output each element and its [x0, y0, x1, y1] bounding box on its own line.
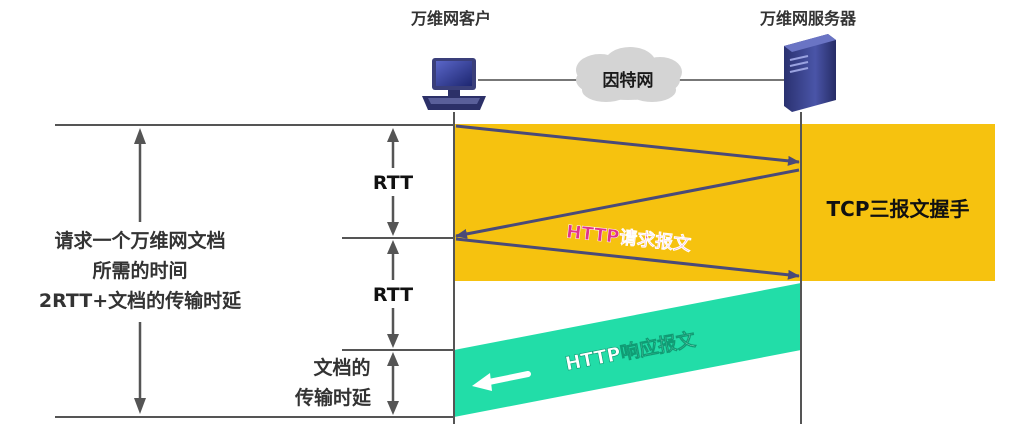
client-label: 万维网客户 — [410, 9, 491, 28]
transfer-label-line-1: 文档的 — [313, 356, 370, 379]
total-arrow-down — [134, 398, 146, 414]
rtt1-label: RTT — [373, 172, 413, 194]
transfer-label-line-2: 传输时延 — [294, 386, 372, 409]
computer-icon — [422, 58, 486, 110]
rtt2-arrow-down — [387, 334, 399, 348]
rtt2-label: RTT — [373, 284, 413, 306]
server-icon — [784, 34, 836, 112]
handshake-label: TCP三报文握手 — [827, 197, 970, 221]
response-band — [454, 283, 801, 417]
total-label-line-3: 2RTT+文档的传输时延 — [39, 289, 242, 312]
syn-ack-arrow — [455, 168, 800, 239]
rtt1-arrow-down — [387, 222, 399, 236]
total-label-line-1: 请求一个万维网文档 — [54, 229, 225, 252]
server-label: 万维网服务器 — [759, 9, 857, 28]
transfer-arrow-up — [387, 352, 399, 366]
total-arrow-up — [134, 128, 146, 144]
rtt2-arrow-up — [387, 240, 399, 254]
rtt1-arrow-up — [387, 128, 399, 142]
total-label-bg — [18, 222, 268, 322]
transfer-arrow-down — [387, 401, 399, 415]
handshake-band — [454, 124, 995, 281]
syn-arrow — [455, 124, 800, 166]
arrow-left-icon — [472, 373, 492, 391]
cloud-icon — [576, 47, 682, 102]
ack-request-arrow — [455, 237, 800, 280]
response-direction-arrow — [481, 371, 531, 386]
total-label-line-2: 所需的时间 — [92, 259, 187, 282]
internet-label: 因特网 — [603, 70, 654, 91]
